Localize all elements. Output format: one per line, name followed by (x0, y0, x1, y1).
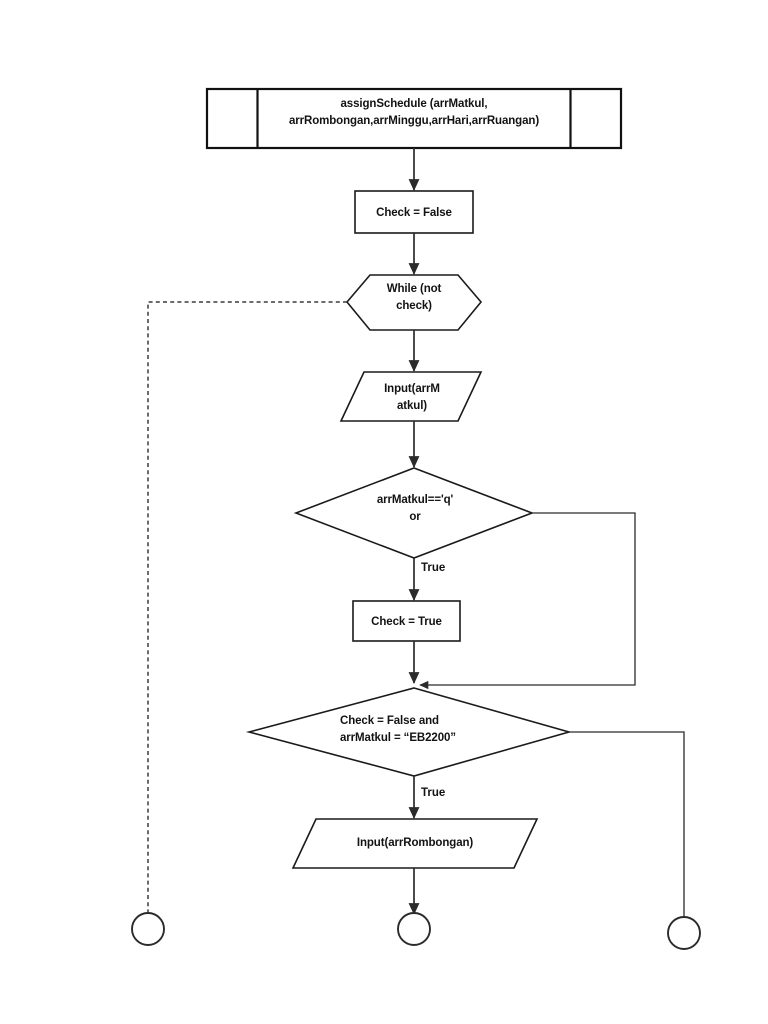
connector-right-shape (667, 916, 701, 950)
decision-matkul-q-shape (293, 467, 535, 559)
header-banner-shape (205, 87, 623, 150)
decision-eb2200-shape (245, 687, 572, 777)
check-true-shape (352, 600, 461, 642)
input-rombongan-shape (291, 818, 539, 869)
edge-label-decision-q-true: True (421, 562, 446, 574)
connector-left-shape (131, 912, 165, 946)
while-not-check-shape (345, 274, 483, 331)
connector-center-shape (397, 912, 431, 946)
edge-label-decision-eb2200-true: True (421, 787, 446, 799)
edge-decision-q-false-loop (419, 512, 636, 690)
edge-while-false-dashed-loop (147, 301, 347, 913)
edge-decision-eb2200-false (569, 731, 685, 917)
check-false-shape (354, 190, 474, 234)
input-matkul-shape (339, 371, 483, 422)
